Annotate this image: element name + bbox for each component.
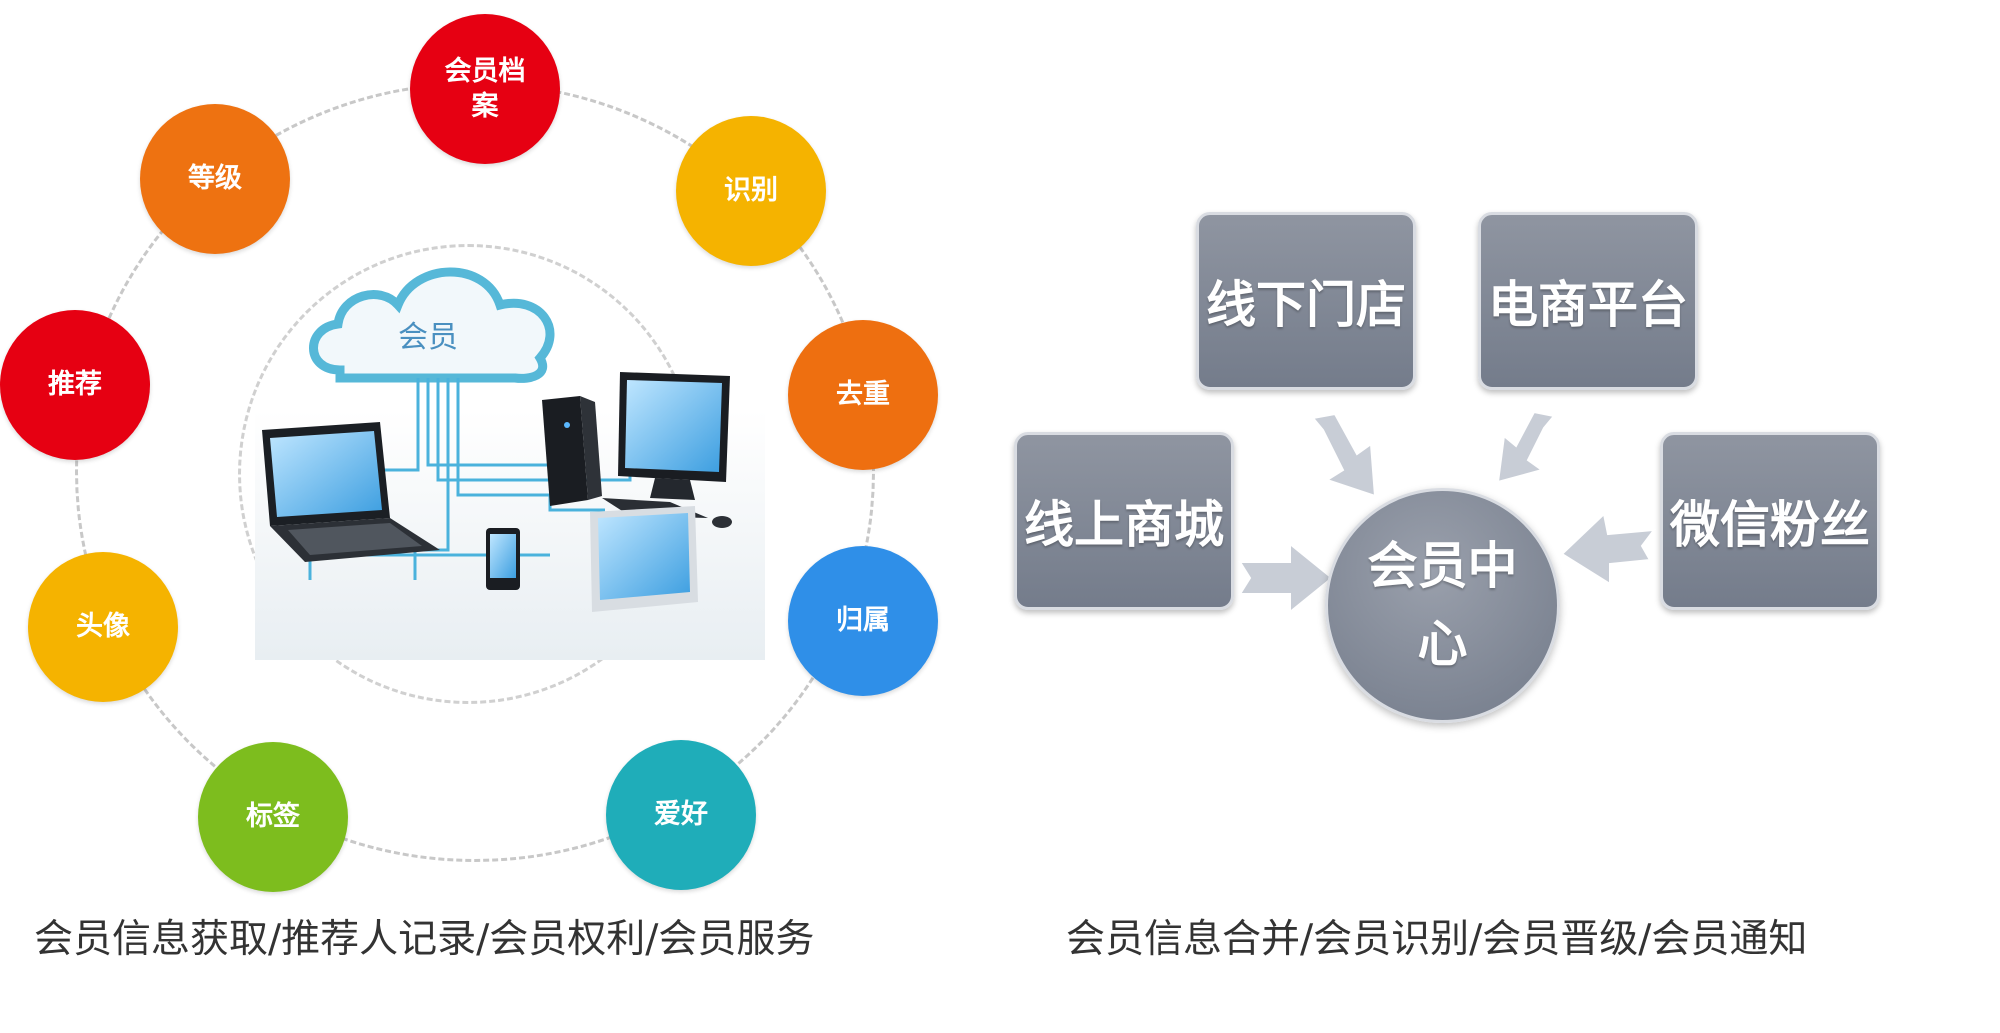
node-avatar: 头像 — [28, 552, 178, 702]
monitor-icon — [602, 372, 730, 518]
mouse-icon — [712, 516, 732, 528]
node-tag: 标签 — [198, 742, 348, 892]
source-wechat-fans: 微信粉丝 — [1660, 432, 1880, 610]
arrow-from-wechat-fans — [1560, 512, 1657, 586]
source-offline-store: 线下门店 — [1196, 212, 1416, 390]
arrow-from-ecommerce — [1496, 410, 1556, 484]
source-ecommerce: 电商平台 — [1478, 212, 1698, 390]
node-dedupe: 去重 — [788, 320, 938, 470]
cloud-label: 会员 — [398, 320, 458, 355]
node-hobby: 爱好 — [606, 740, 756, 890]
cloud-devices-illustration — [255, 267, 765, 660]
laptop-icon — [262, 422, 440, 562]
member-center-hub: 会员中心 — [1325, 488, 1560, 723]
node-identify: 识别 — [676, 116, 826, 266]
arrow-from-offline-store — [1311, 412, 1377, 498]
node-member-archive: 会员档案 — [410, 14, 560, 164]
source-online-mall: 线上商城 — [1014, 432, 1234, 610]
node-level: 等级 — [140, 104, 290, 254]
left-caption: 会员信息获取/推荐人记录/会员权利/会员服务 — [34, 917, 815, 962]
cloud-icon — [309, 267, 555, 383]
phone-icon — [486, 528, 520, 590]
right-caption: 会员信息合并/会员识别/会员晋级/会员通知 — [1066, 917, 1808, 962]
node-recommend: 推荐 — [0, 310, 150, 460]
flat-monitor-icon — [590, 506, 698, 612]
node-ownership: 归属 — [788, 546, 938, 696]
arrow-from-online-mall — [1238, 541, 1334, 615]
desktop-tower-icon — [542, 396, 602, 506]
